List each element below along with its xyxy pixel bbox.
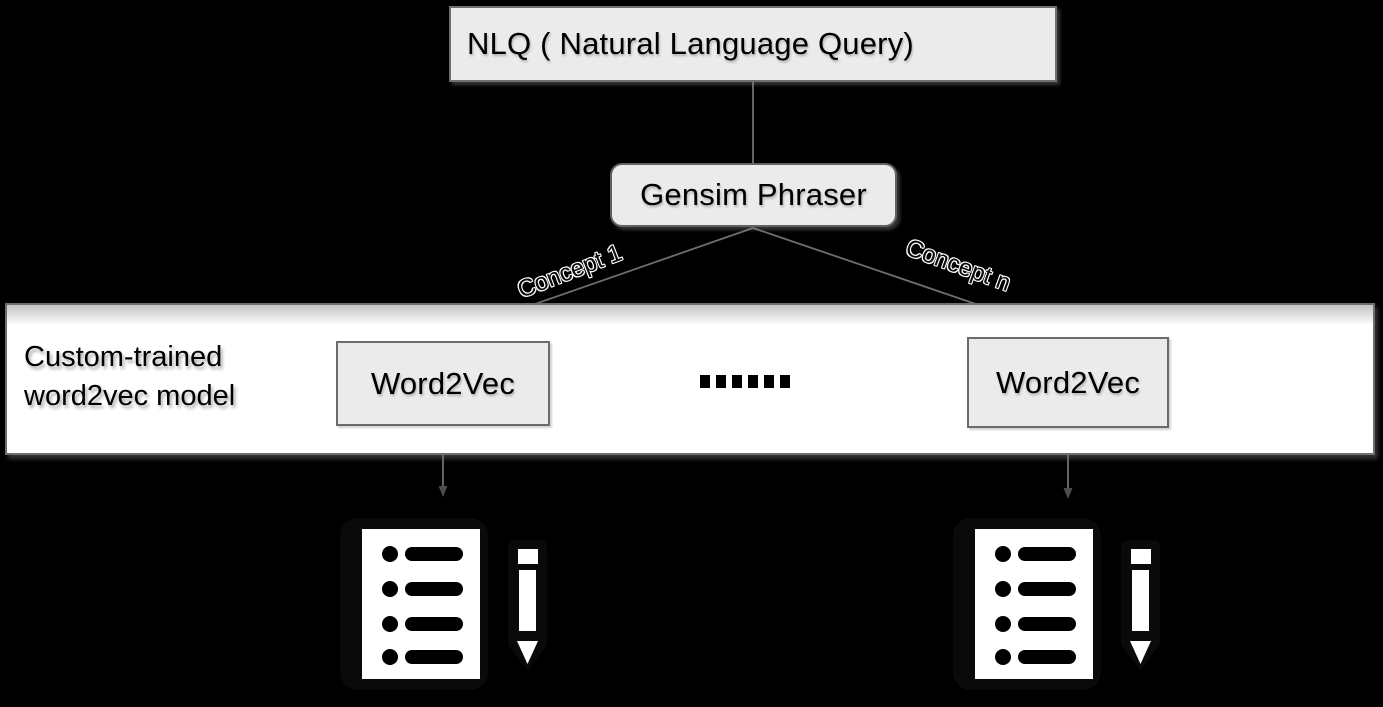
ellipsis-dot [764,375,774,388]
nlq-label: NLQ ( Natural Language Query) [467,26,914,61]
pencil-icon [1121,540,1160,670]
gensim-phraser-label: Gensim Phraser [640,177,867,212]
document-list-pencil-icon [953,518,1160,690]
ellipsis-dot [716,375,726,388]
gensim-phraser-node: Gensim Phraser [610,163,897,227]
ellipsis-dot [700,375,710,388]
ellipsis-dot [780,375,790,388]
word2vec-left-node: Word2Vec [336,341,550,426]
ellipsis-dot [732,375,742,388]
pencil-icon [508,540,547,670]
document-tablet-icon [953,518,1101,690]
document-list-pencil-icon [340,518,547,690]
word2vec-right-label: Word2Vec [995,364,1141,400]
concept-n-edge-label: Concept n [902,234,1015,297]
ellipsis-dots [700,375,790,388]
concept-1-edge-label: Concept 1 [513,239,626,304]
word2vec-right-node: Word2Vec [967,337,1169,428]
ellipsis-dot [748,375,758,388]
nlq-node: NLQ ( Natural Language Query) [449,6,1057,82]
band-label: Custom-trained word2vec model [24,341,236,412]
word2vec-left-label: Word2Vec [370,365,516,401]
document-tablet-icon [340,518,488,690]
